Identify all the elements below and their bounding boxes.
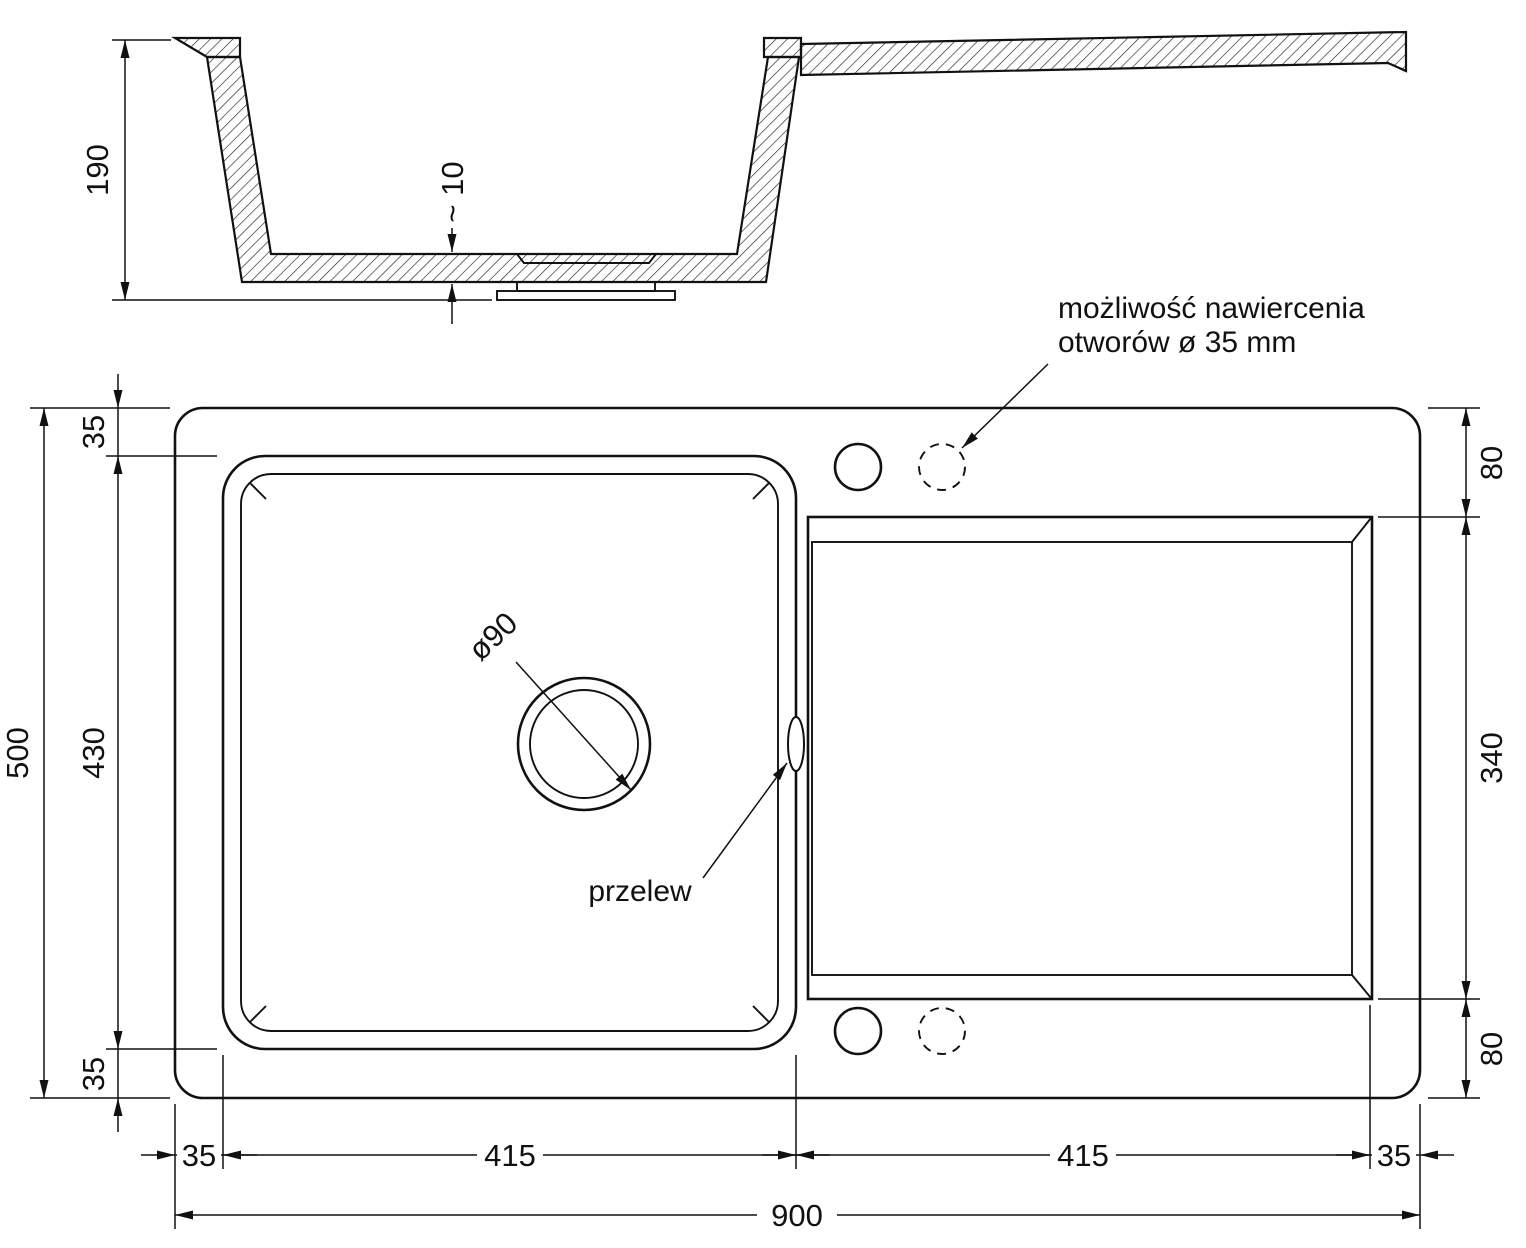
faucet-holes bbox=[833, 442, 966, 1056]
section-bowl-wall bbox=[205, 55, 801, 284]
drainer-corner-tick bbox=[1351, 974, 1372, 999]
drainer-outer-edge bbox=[806, 515, 1374, 1001]
dim-label-bottom-left-margin: 35 bbox=[182, 1138, 216, 1173]
dim-label-total-height: 500 bbox=[0, 727, 35, 779]
dim-label-right-bottom: 80 bbox=[1474, 1032, 1509, 1066]
bowl-corner-tick bbox=[249, 1005, 267, 1023]
drain: ø90 bbox=[461, 605, 652, 812]
section-drainboard bbox=[799, 30, 1408, 77]
dim-label-drainer-height: 340 bbox=[1474, 732, 1509, 784]
drill-note-leader bbox=[961, 363, 1049, 449]
drain-inner-circle bbox=[529, 689, 639, 799]
dim-right-column: 80 340 80 bbox=[1378, 407, 1509, 1099]
dim-label-left-bottom-margin: 35 bbox=[76, 1057, 111, 1091]
bowl-inner-edge bbox=[240, 473, 779, 1032]
dim-label-left-top-margin: 35 bbox=[76, 415, 111, 449]
overflow-label: przelew bbox=[588, 875, 692, 908]
bowl-corner-tick bbox=[752, 482, 770, 500]
dim-label-total-width: 900 bbox=[771, 1198, 823, 1233]
faucet-hole-top bbox=[833, 442, 883, 492]
dim-label-drainer-width: 415 bbox=[1057, 1138, 1109, 1173]
section-view: 190 ~ 10 bbox=[80, 30, 1408, 324]
dim-label-bowl-width: 415 bbox=[484, 1138, 536, 1173]
drain-outer-circle bbox=[516, 676, 652, 812]
section-right-rim-joint bbox=[762, 36, 803, 59]
bowl bbox=[221, 454, 798, 1051]
overflow: przelew bbox=[588, 716, 805, 908]
section-drain-fitting bbox=[496, 281, 676, 301]
dim-label-right-top: 80 bbox=[1474, 446, 1509, 480]
drainer-corner-tick bbox=[1351, 517, 1372, 543]
dim-bottom-row: 35 415 415 35 bbox=[141, 1005, 1454, 1229]
bowl-outer-edge bbox=[221, 454, 798, 1051]
bowl-corner-tick bbox=[752, 1005, 770, 1023]
dim-section-height: 190 bbox=[80, 39, 492, 301]
dim-bottom-thickness: ~ 10 bbox=[435, 161, 470, 324]
drainer-inner-edge bbox=[811, 541, 1353, 976]
dim-label-section-height: 190 bbox=[80, 144, 115, 196]
faucet-hole-bottom bbox=[833, 1006, 883, 1056]
drill-note-line2: otworów ø 35 mm bbox=[1058, 326, 1296, 359]
section-drain-recess bbox=[516, 253, 657, 264]
optional-hole-bottom bbox=[918, 1007, 966, 1055]
dim-label-bottom-right-margin: 35 bbox=[1377, 1138, 1411, 1173]
dim-total-height: 500 bbox=[0, 407, 170, 1099]
bowl-corner-tick bbox=[249, 482, 267, 500]
dim-label-bowl-height: 430 bbox=[76, 727, 111, 779]
section-left-rim bbox=[170, 36, 242, 59]
optional-hole-top bbox=[918, 443, 966, 491]
dim-label-bottom-thickness: ~ 10 bbox=[435, 161, 470, 222]
dim-total-width: 900 bbox=[175, 1198, 1420, 1233]
drainer bbox=[806, 515, 1374, 1001]
overflow-slot bbox=[787, 716, 805, 772]
dim-left-column: 35 430 35 bbox=[76, 374, 217, 1132]
drain-diameter-label: ø90 bbox=[461, 605, 524, 667]
sink-outline bbox=[173, 406, 1422, 1100]
drill-note: możliwość nawiercenia otworów ø 35 mm bbox=[961, 292, 1365, 449]
drill-note-line1: możliwość nawiercenia bbox=[1058, 292, 1365, 325]
plan-view: ø90 możliwość nawiercenia otworów ø 35 m… bbox=[0, 292, 1509, 1233]
drain-diameter-leader bbox=[515, 661, 632, 791]
overflow-leader bbox=[702, 762, 788, 879]
